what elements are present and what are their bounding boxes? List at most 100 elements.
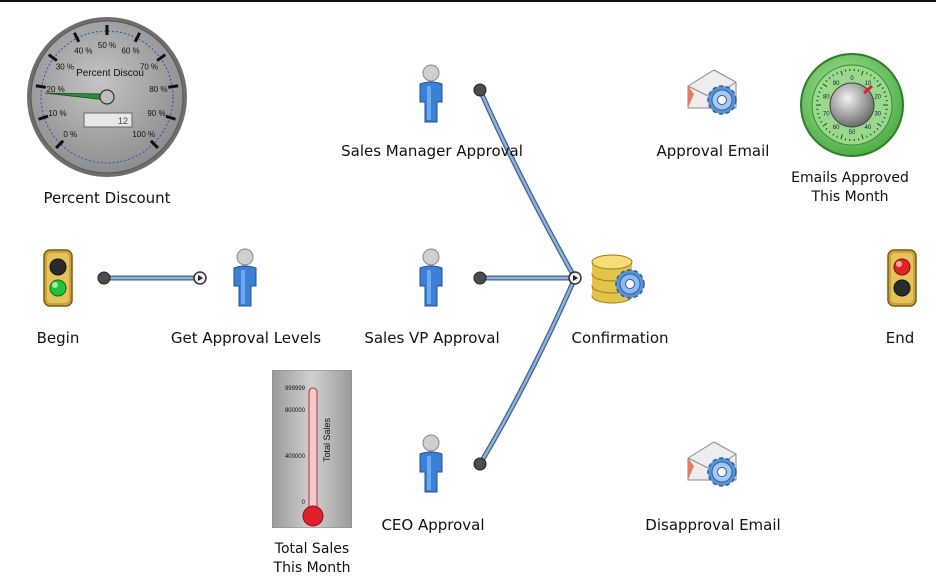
dial-tick — [876, 79, 879, 83]
approval-email-label: Approval Email — [656, 142, 770, 160]
ceo-approval-label: CEO Approval — [381, 516, 485, 534]
sales-manager-approval-label: Sales Manager Approval — [341, 142, 523, 160]
dial-tick — [825, 127, 828, 131]
database-gear-icon — [591, 254, 645, 304]
dial-number: 40 — [865, 125, 872, 131]
dial-tick — [820, 120, 823, 123]
emails-approved-caption-line1: Emails Approved — [791, 170, 909, 186]
percent-discount-gauge[interactable]: 0 %10 %20 %30 %40 %50 %60 %70 %80 %90 %1… — [24, 14, 190, 180]
confirmation-label: Confirmation — [571, 329, 669, 347]
gauge-major-tick — [156, 53, 167, 62]
thermometer-tick-label: 0 — [302, 500, 306, 506]
gauge-tick-label: 90 % — [147, 109, 165, 118]
get-approval-levels-label: Get Approval Levels — [170, 329, 322, 347]
ceo-approval-node[interactable] — [414, 432, 448, 494]
dial-tick — [818, 117, 821, 119]
connector-start-port — [473, 271, 487, 285]
sales-manager-approval-node[interactable] — [414, 62, 448, 124]
dial-tick — [881, 120, 884, 123]
dial-tick — [820, 87, 823, 90]
dial-tick-marks — [816, 69, 888, 141]
dial-tick — [869, 74, 872, 77]
gauge-tick-label: 50 % — [98, 41, 116, 50]
thermometer-tick-label: 400000 — [285, 454, 306, 460]
gauge-tick-label: 100 % — [132, 130, 155, 139]
gauge-inner-title: Percent Discou — [76, 68, 144, 79]
dial-tick — [861, 134, 864, 140]
end-label: End — [885, 329, 915, 347]
gauge-odometer: 12 — [118, 116, 128, 126]
dial-pointer — [863, 84, 873, 95]
gauge-tick-label: 40 % — [74, 47, 92, 56]
gauge-major-tick — [47, 53, 58, 62]
dial-tick — [876, 127, 879, 131]
gauge-tick-labels: 0 %10 %20 %30 %40 %50 %60 %70 %80 %90 %1… — [47, 41, 168, 139]
dial-tick — [873, 130, 876, 134]
connector-sales-vp-to-confirmation[interactable] — [473, 271, 575, 285]
dial-tick — [840, 70, 843, 76]
dial-knob — [829, 82, 875, 128]
dial-number: 10 — [865, 81, 872, 87]
begin-label: Begin — [36, 329, 80, 347]
gauge-tick-label: 20 % — [47, 85, 65, 94]
approval-email-node[interactable] — [684, 64, 744, 120]
gauge-tick-label: 70 % — [140, 62, 158, 71]
dial-tick — [873, 76, 876, 80]
gauge-major-tick — [168, 84, 179, 89]
thermometer-tick-label: 800000 — [285, 408, 306, 414]
dial-number: 80 — [823, 95, 830, 101]
connector-sales-manager-to-confirmation[interactable] — [473, 83, 578, 281]
dial-number: 60 — [833, 125, 840, 131]
emails-approved-caption-line2: This Month — [811, 189, 889, 205]
connector-ceo-to-confirmation[interactable] — [473, 275, 578, 471]
gauge-tick-label: 60 % — [121, 47, 139, 56]
gauge-tick-label: 0 % — [63, 130, 77, 139]
gauge-major-tick — [72, 32, 81, 43]
emails-approved-caption: Emails Approved This Month — [780, 169, 920, 207]
confirmation-input-port[interactable] — [568, 271, 582, 285]
sales-vp-approval-label: Sales VP Approval — [364, 329, 500, 347]
dial-tick — [836, 135, 838, 138]
gauge-major-tick — [38, 114, 49, 121]
disapproval-email-node[interactable] — [684, 436, 744, 492]
dial-tick — [883, 91, 886, 93]
sales-vp-approval-node[interactable] — [414, 246, 448, 308]
connector-start-port — [473, 83, 487, 97]
dial-tick — [818, 91, 821, 93]
dial-tick — [883, 117, 886, 119]
traffic-light-red-icon — [887, 249, 917, 307]
total-sales-caption-line2: This Month — [273, 560, 351, 576]
thermometer-axis-title: Total Sales — [322, 417, 332, 462]
dial-tick — [861, 70, 864, 76]
end-node[interactable] — [882, 248, 922, 308]
dial-tick — [840, 134, 843, 140]
gauge-major-tick — [149, 139, 159, 149]
connector-start-port — [97, 271, 111, 285]
person-icon — [419, 248, 443, 307]
begin-node[interactable] — [38, 248, 78, 308]
connector-begin-to-get-approval[interactable] — [97, 271, 207, 285]
person-icon — [419, 64, 443, 123]
dial-tick — [828, 130, 831, 134]
dial-tick — [876, 122, 882, 127]
total-sales-caption-line1: Total Sales — [274, 541, 350, 557]
gauge-major-tick — [133, 32, 142, 43]
dial-tick — [881, 87, 884, 90]
dial-tick — [869, 133, 872, 136]
gauge-tick-label: 30 % — [56, 62, 74, 71]
person-icon — [419, 434, 443, 493]
dial-tick — [876, 83, 882, 88]
dial-number: 0 — [850, 76, 854, 82]
dial-tick — [866, 72, 868, 75]
confirmation-node[interactable] — [588, 248, 652, 308]
get-approval-levels-node[interactable] — [228, 246, 262, 308]
dial-tick — [832, 74, 835, 77]
traffic-light-green-icon — [43, 249, 73, 307]
envelope-gear-icon — [687, 441, 737, 487]
connector-start-port — [473, 457, 487, 471]
